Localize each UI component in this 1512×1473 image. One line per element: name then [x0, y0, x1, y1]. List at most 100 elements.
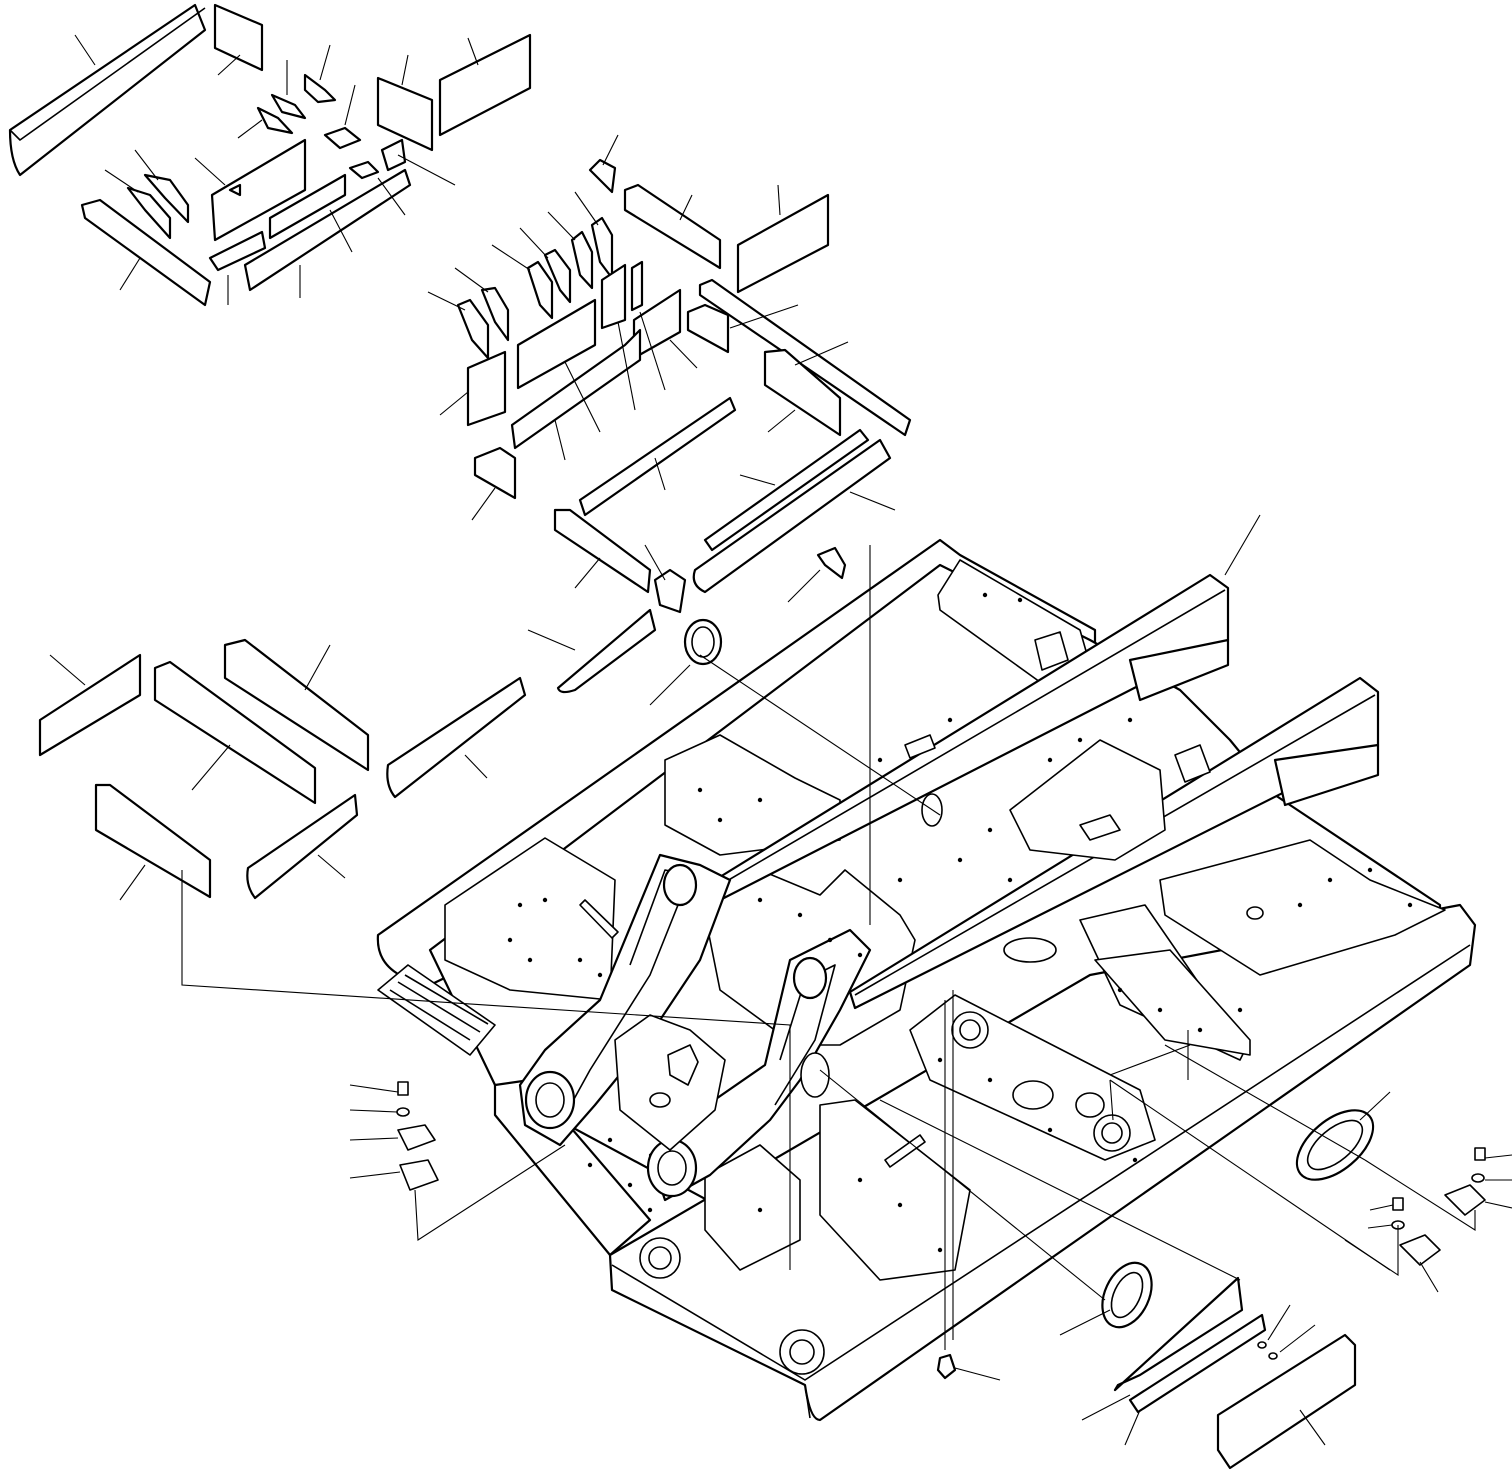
- round-port: [779, 1329, 825, 1375]
- small-block: [380, 138, 407, 172]
- long-curved-pad: [692, 438, 892, 594]
- center-pad-group: [456, 158, 912, 694]
- hex-bolt: [1474, 1147, 1486, 1161]
- long-strip: [80, 198, 212, 307]
- slot-plate: [579, 899, 619, 939]
- angled-block: [570, 230, 594, 290]
- long-thin-rail: [578, 396, 737, 517]
- rectangular-pad: [38, 653, 142, 757]
- rectangular-pad: [466, 350, 507, 427]
- square-plate: [323, 126, 362, 150]
- interior-panel: [819, 1099, 971, 1281]
- oval-opening: [1012, 1080, 1054, 1110]
- curved-pad: [556, 608, 657, 694]
- tapered-long-pad: [386, 676, 527, 799]
- interior-panel: [704, 1144, 801, 1271]
- rectangular-pad: [763, 348, 842, 437]
- hex-bolt: [397, 1081, 409, 1096]
- upper-left-pad-group: [8, 3, 532, 307]
- round-port: [951, 1011, 989, 1049]
- hex-bolt: [1392, 1197, 1404, 1211]
- angled-block: [456, 298, 490, 360]
- angled-block: [526, 260, 554, 320]
- notched-block: [473, 446, 517, 500]
- round-port: [1093, 1114, 1131, 1152]
- rectangular-pad: [376, 76, 434, 152]
- boom-pin-hole: [662, 863, 698, 907]
- cover-plate: [397, 1124, 436, 1151]
- rectangular-pad: [736, 193, 830, 294]
- boom-bracket: [518, 853, 732, 1147]
- long-curved-pad: [8, 3, 207, 177]
- notched-strip: [553, 508, 652, 594]
- bolt-holes: [507, 592, 1413, 1253]
- notched-block: [686, 303, 730, 354]
- oval-grommet: [1295, 1109, 1375, 1181]
- stopper-block: [667, 1044, 699, 1086]
- long-pad: [153, 660, 317, 805]
- long-thin-rail: [703, 428, 870, 552]
- small-block: [588, 158, 617, 194]
- left-pad-group: [38, 638, 527, 900]
- cover-strip: [1128, 1313, 1267, 1414]
- slot-plate: [884, 1134, 926, 1168]
- leader-lines: [49, 34, 1512, 1446]
- angled-block: [590, 216, 614, 280]
- angled-block: [480, 286, 510, 342]
- small-plug: [936, 1353, 957, 1380]
- small-bracket: [904, 734, 936, 759]
- cover-plate: [1113, 1276, 1244, 1392]
- bracket-plate: [1444, 1184, 1486, 1216]
- angled-block: [143, 173, 190, 224]
- washer: [1268, 1352, 1278, 1360]
- tall-block: [600, 263, 627, 330]
- long-thin-rail: [698, 278, 912, 437]
- left-hardware-group: [396, 1081, 439, 1191]
- small-block: [303, 73, 337, 104]
- rectangular-pad: [438, 33, 532, 137]
- small-bracket: [1079, 814, 1121, 841]
- long-strip: [268, 173, 347, 240]
- small-block: [213, 3, 264, 72]
- tall-block: [630, 260, 644, 312]
- washer: [1257, 1341, 1267, 1349]
- interior-panel: [1094, 949, 1251, 1056]
- bracket-plate: [1399, 1234, 1441, 1266]
- oval-opening: [1075, 1092, 1105, 1118]
- notched-pad: [210, 138, 307, 242]
- tapered-pad: [208, 230, 267, 272]
- counterweight-pad: [1216, 1333, 1357, 1470]
- small-bracket: [1174, 744, 1211, 783]
- boom-pin-boss: [524, 1070, 576, 1130]
- long-pad: [223, 638, 370, 772]
- tapered-long-pad: [246, 793, 359, 900]
- oval-grommet: [1101, 1261, 1153, 1329]
- large-cutout: [1009, 739, 1166, 861]
- washer: [396, 1107, 410, 1117]
- grommet-ring: [683, 618, 723, 666]
- curved-shim: [816, 546, 847, 580]
- right-parts-group: [936, 1109, 1486, 1470]
- long-strip: [243, 168, 412, 292]
- oval-opening: [1246, 906, 1264, 920]
- small-block: [256, 106, 294, 135]
- center-bracket: [614, 1014, 726, 1151]
- small-block: [348, 160, 380, 180]
- main-frame: [376, 538, 1477, 1422]
- long-strip: [510, 328, 642, 450]
- angled-block: [543, 248, 572, 304]
- corner-block: [653, 568, 687, 614]
- beam-web: [1273, 743, 1380, 807]
- round-port: [639, 1237, 681, 1279]
- small-block: [270, 93, 307, 120]
- cylinder-pin-hole: [792, 956, 828, 1000]
- rectangular-pad: [94, 783, 212, 899]
- interior-panel: [1159, 839, 1446, 976]
- oval-opening: [800, 1052, 830, 1098]
- angled-block: [126, 186, 172, 240]
- small-bracket: [1034, 631, 1069, 671]
- beam-web: [1128, 638, 1230, 702]
- washer: [1471, 1173, 1485, 1183]
